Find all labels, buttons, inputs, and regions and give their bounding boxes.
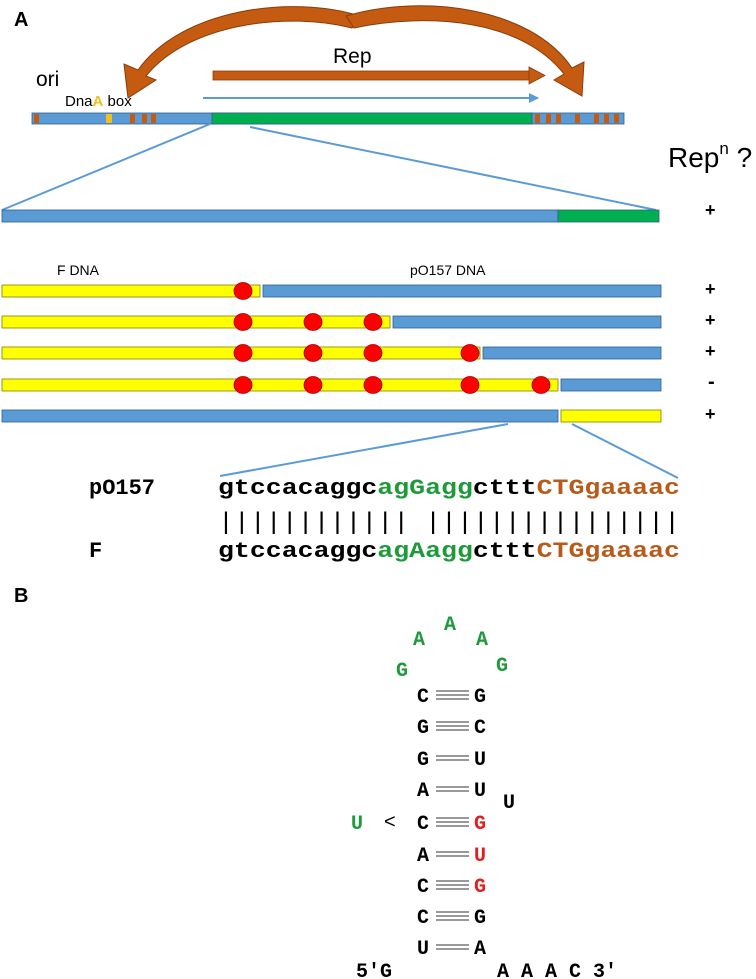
stem-left-5: A bbox=[417, 845, 429, 868]
bond-triple-0 bbox=[436, 690, 469, 700]
loop-base-3: A bbox=[476, 629, 488, 652]
dnaa-box-label: DnaA box bbox=[65, 93, 132, 110]
variant-base: U bbox=[351, 813, 363, 836]
stem-right-4: G bbox=[474, 813, 486, 836]
zoom-line-left bbox=[1, 123, 211, 211]
match-lines: |||||||||||| |||||||||||||||| bbox=[218, 510, 680, 537]
stem-right-3: U bbox=[474, 780, 486, 803]
seq-zoom-line-right bbox=[571, 423, 679, 479]
variant-arrow: < bbox=[384, 811, 396, 833]
curved-arrow-right bbox=[345, 5, 585, 97]
construct-row-3 bbox=[1, 344, 662, 362]
f-seq-name: F bbox=[89, 539, 102, 564]
bond-triple-7 bbox=[436, 911, 469, 921]
ori-label: ori bbox=[36, 68, 59, 91]
stem-right-8: A bbox=[474, 938, 486, 961]
rep-gene-arrow bbox=[212, 66, 546, 85]
plasmid-map-bar bbox=[31, 112, 625, 125]
construct-row-1 bbox=[1, 282, 662, 300]
stem-right-7: G bbox=[474, 907, 486, 930]
mutation-dot bbox=[233, 282, 253, 300]
seq-zoom-line-left bbox=[219, 423, 509, 477]
result-row-3: + bbox=[705, 341, 716, 361]
construct-row-2 bbox=[1, 313, 662, 331]
result-row-0: + bbox=[705, 200, 716, 220]
stem-right-5: U bbox=[474, 845, 486, 868]
bond-double-2 bbox=[436, 755, 469, 761]
repn-question: Repn ? bbox=[668, 139, 752, 173]
result-row-1: + bbox=[705, 279, 716, 299]
construct-row-5 bbox=[1, 409, 662, 423]
result-row-5: + bbox=[705, 404, 716, 424]
stem-left-1: G bbox=[417, 717, 429, 740]
bulge-base: U bbox=[503, 792, 515, 815]
bond-double-5 bbox=[436, 851, 469, 857]
bond-triple-4 bbox=[436, 817, 469, 827]
mutation-dot bbox=[460, 376, 480, 394]
mutation-dot bbox=[233, 313, 253, 331]
stem-left-8: U bbox=[417, 938, 429, 961]
rep-label: Rep bbox=[333, 45, 372, 68]
rna-hairpin: G A A A G C G G C G U A U U U < C G A U … bbox=[351, 614, 617, 979]
stem-left-2: G bbox=[417, 749, 429, 772]
three-prime-tail: A A A C 3′ bbox=[497, 961, 617, 979]
stem-right-6: G bbox=[474, 876, 486, 899]
po157-seq-name: pO157 bbox=[89, 476, 155, 501]
curved-arrow-left bbox=[123, 6, 361, 99]
bond-double-3 bbox=[436, 786, 469, 792]
construct-row-0 bbox=[1, 209, 660, 223]
stem-right-0: G bbox=[474, 686, 486, 709]
zoom-line-right bbox=[249, 126, 657, 211]
mutation-dot bbox=[303, 376, 323, 394]
mutation-dot bbox=[363, 376, 383, 394]
loop-base-2: A bbox=[444, 614, 456, 637]
result-row-4: - bbox=[708, 371, 715, 393]
mutation-dot bbox=[363, 344, 383, 362]
panel-b-label: B bbox=[14, 585, 28, 607]
five-prime-end: 5′G bbox=[356, 961, 392, 979]
bond-double-8 bbox=[436, 944, 469, 950]
mutation-dot bbox=[363, 313, 383, 331]
stem-left-7: C bbox=[417, 907, 429, 930]
stem-right-1: C bbox=[474, 717, 486, 740]
stem-left-3: A bbox=[417, 780, 429, 803]
loop-base-0: G bbox=[396, 660, 408, 683]
mutation-dot bbox=[303, 313, 323, 331]
loop-base-1: A bbox=[413, 629, 425, 652]
construct-row-4 bbox=[1, 376, 662, 394]
loop-base-4: G bbox=[496, 655, 508, 678]
f-dna-label: F DNA bbox=[57, 262, 100, 278]
stem-left-6: C bbox=[417, 876, 429, 899]
dnaa-box-mark bbox=[106, 114, 112, 123]
stem-left-0: C bbox=[417, 686, 429, 709]
mutation-dot bbox=[303, 344, 323, 362]
panel-a-label: A bbox=[14, 9, 28, 31]
result-row-2: + bbox=[705, 310, 716, 330]
mutation-dot bbox=[233, 344, 253, 362]
po157-dna-label: pO157 DNA bbox=[410, 262, 486, 278]
stem-left-4: C bbox=[417, 813, 429, 836]
bond-triple-6 bbox=[436, 880, 469, 890]
mutation-dot bbox=[233, 376, 253, 394]
mutation-dot bbox=[531, 376, 551, 394]
rep-curved-arrows bbox=[123, 5, 585, 99]
stem-right-2: U bbox=[474, 749, 486, 772]
bond-triple-1 bbox=[436, 721, 469, 731]
mutation-dot bbox=[460, 344, 480, 362]
